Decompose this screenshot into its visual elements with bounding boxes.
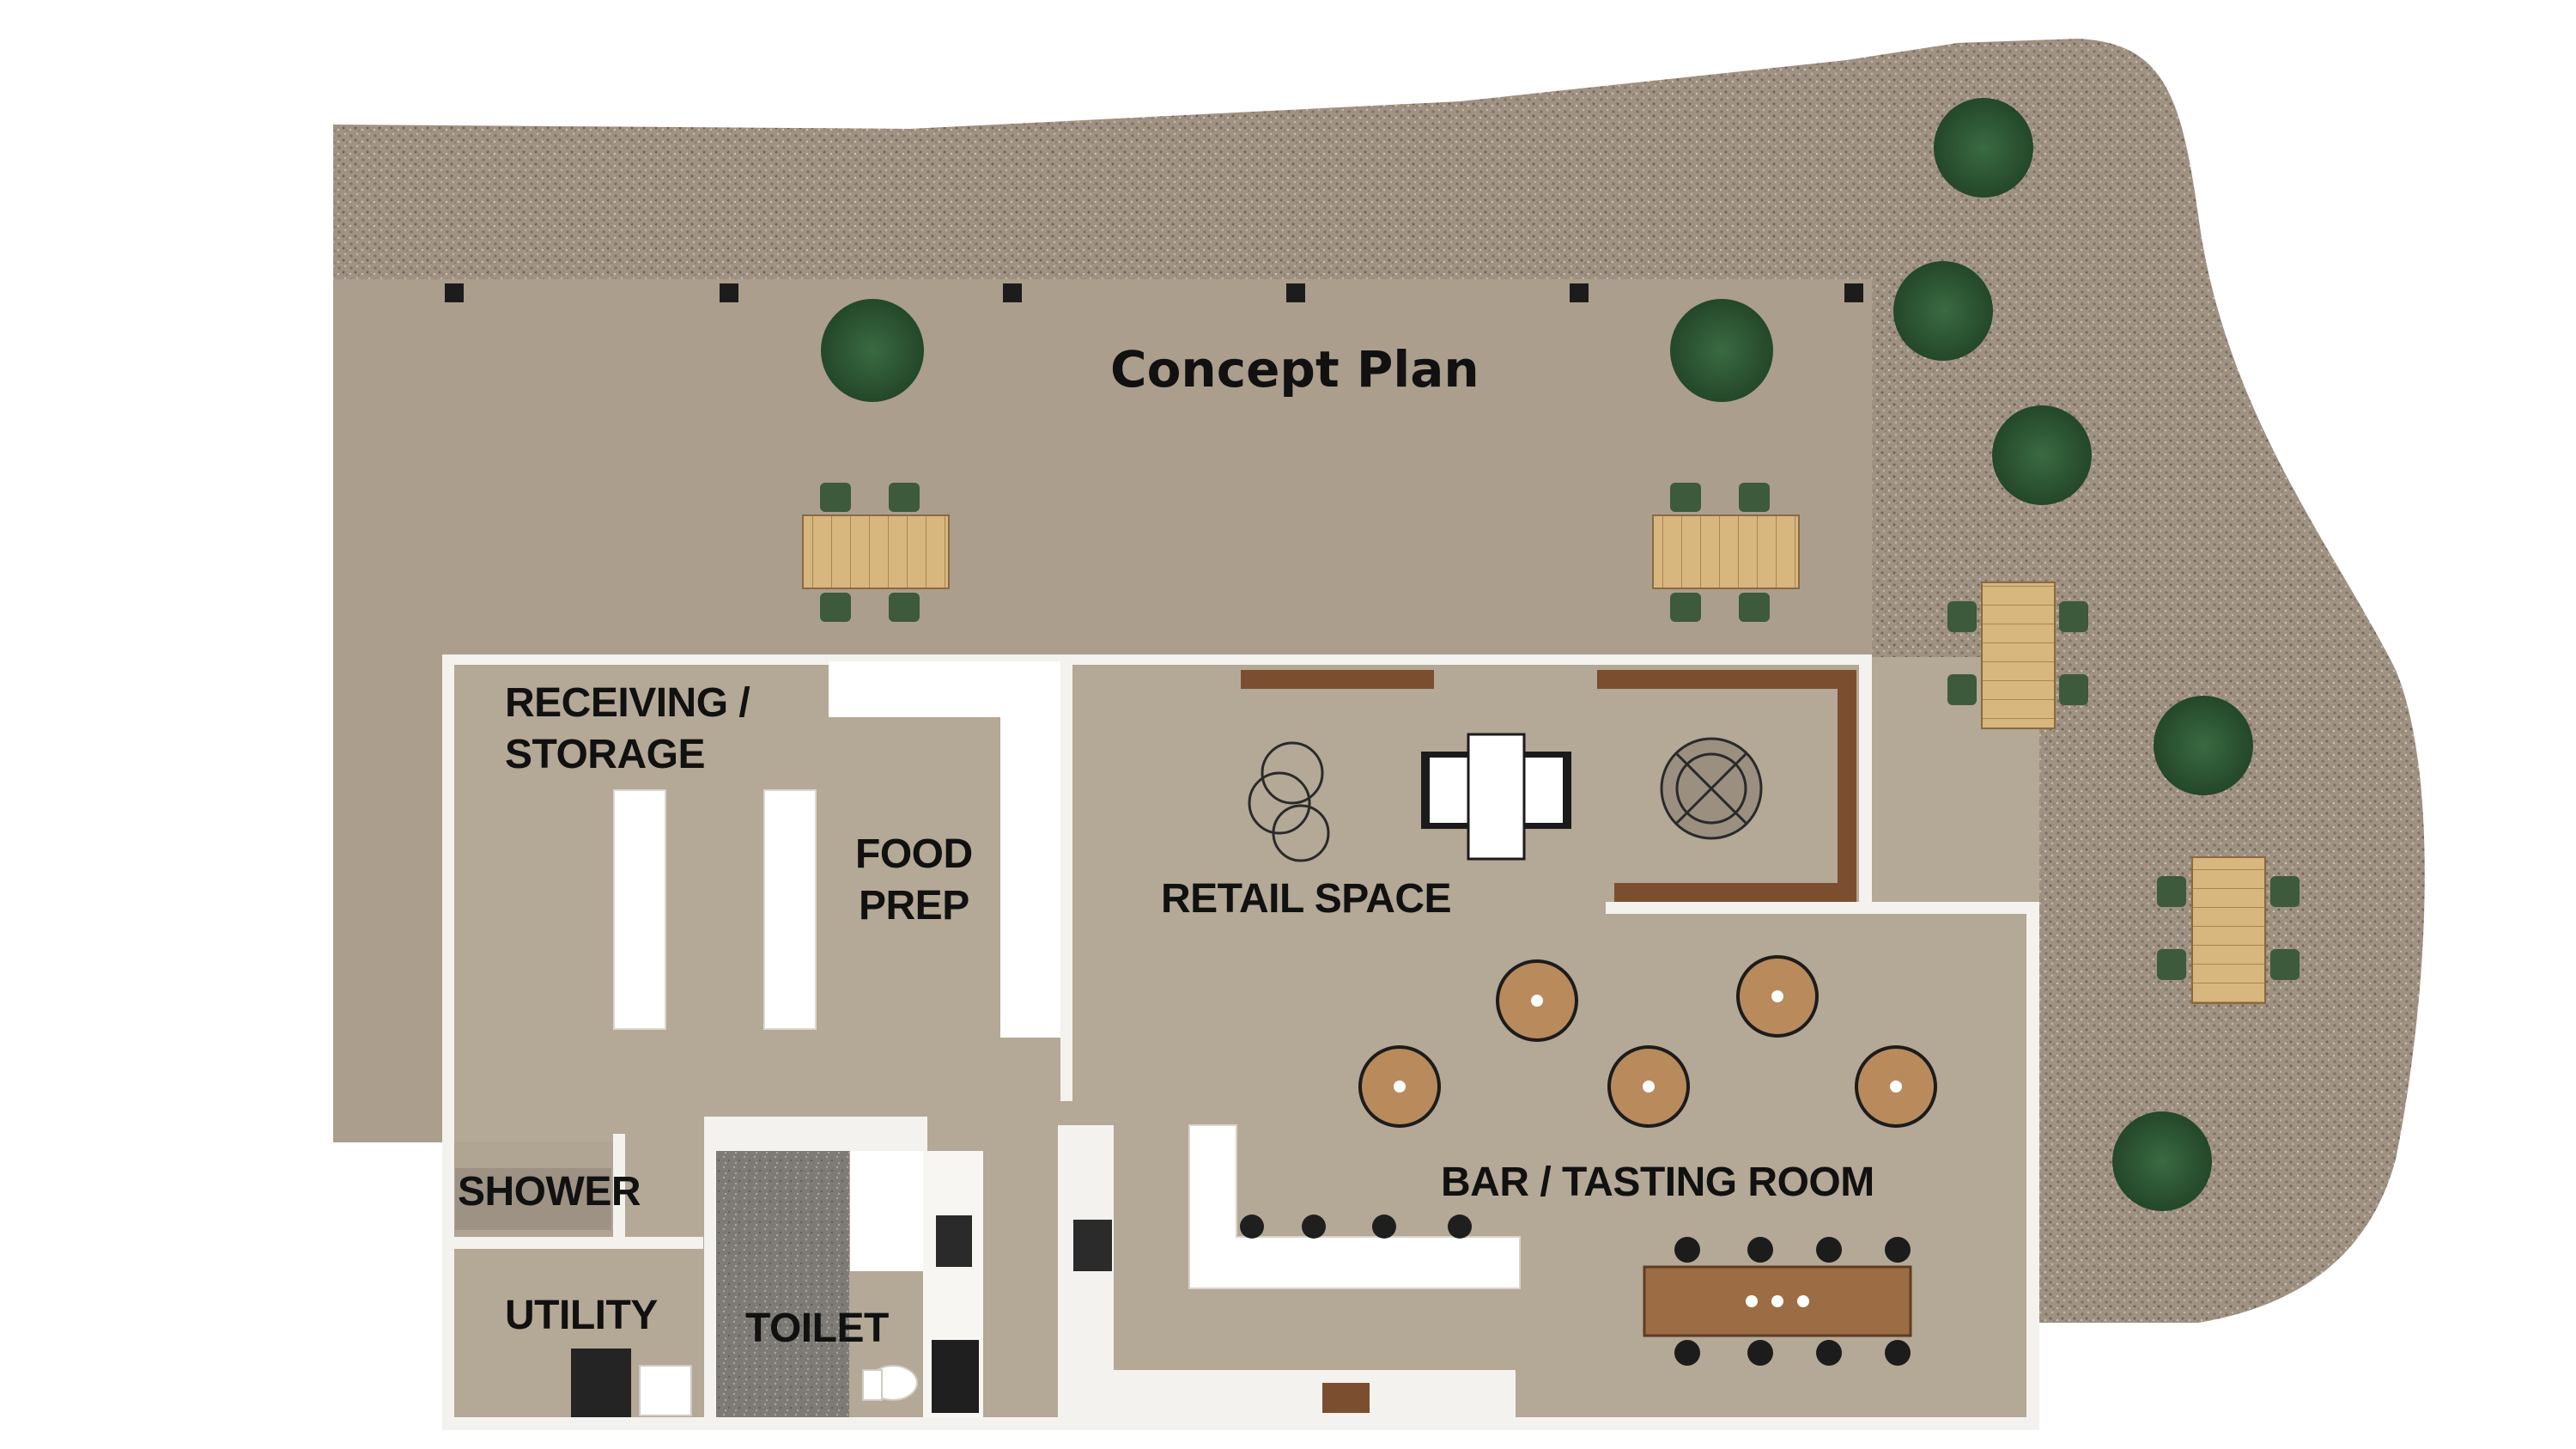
label-food-prep-line2: PREP (859, 883, 969, 928)
round-table (1736, 955, 1819, 1038)
round-table (1496, 959, 1578, 1042)
label-receiving-line1: RECEIVING / (505, 680, 750, 726)
label-shower: SHOWER (458, 1169, 641, 1215)
building-walls (442, 654, 2039, 1430)
bar-counter (1073, 1124, 1521, 1417)
round-table (1855, 1045, 1937, 1128)
label-toilet: TOILET (745, 1306, 889, 1351)
communal-table (1643, 1237, 1912, 1366)
label-receiving-line2: STORAGE (505, 732, 705, 777)
back-rooms (454, 1117, 1114, 1430)
patio-posts (445, 283, 1863, 302)
picnic-table (1981, 581, 2056, 729)
kitchen-counters (613, 661, 1060, 1038)
label-bar-tasting-room: BAR / TASTING ROOM (1441, 1160, 1874, 1205)
umbrella (1992, 405, 2092, 505)
label-retail-space: RETAIL SPACE (1161, 876, 1451, 922)
umbrella (2112, 1111, 2212, 1211)
umbrella (1893, 261, 1993, 361)
picnic-table (802, 514, 950, 589)
round-tables (1358, 955, 1937, 1128)
plan-title: Concept Plan (1110, 340, 1479, 399)
umbrella (1670, 299, 1773, 402)
umbrella (821, 299, 924, 402)
picnic-table (2191, 856, 2266, 1004)
umbrella (2154, 696, 2253, 795)
round-table (1607, 1045, 1690, 1128)
picnic-tables (802, 483, 2300, 1004)
label-food-prep-line1: FOOD (855, 831, 973, 877)
label-utility: UTILITY (505, 1293, 658, 1338)
retail-fixtures (1241, 670, 1856, 902)
picnic-table (1652, 514, 1800, 589)
round-table (1358, 1045, 1441, 1128)
umbrella (1934, 98, 2033, 198)
outdoor-umbrellas (821, 98, 2253, 1211)
